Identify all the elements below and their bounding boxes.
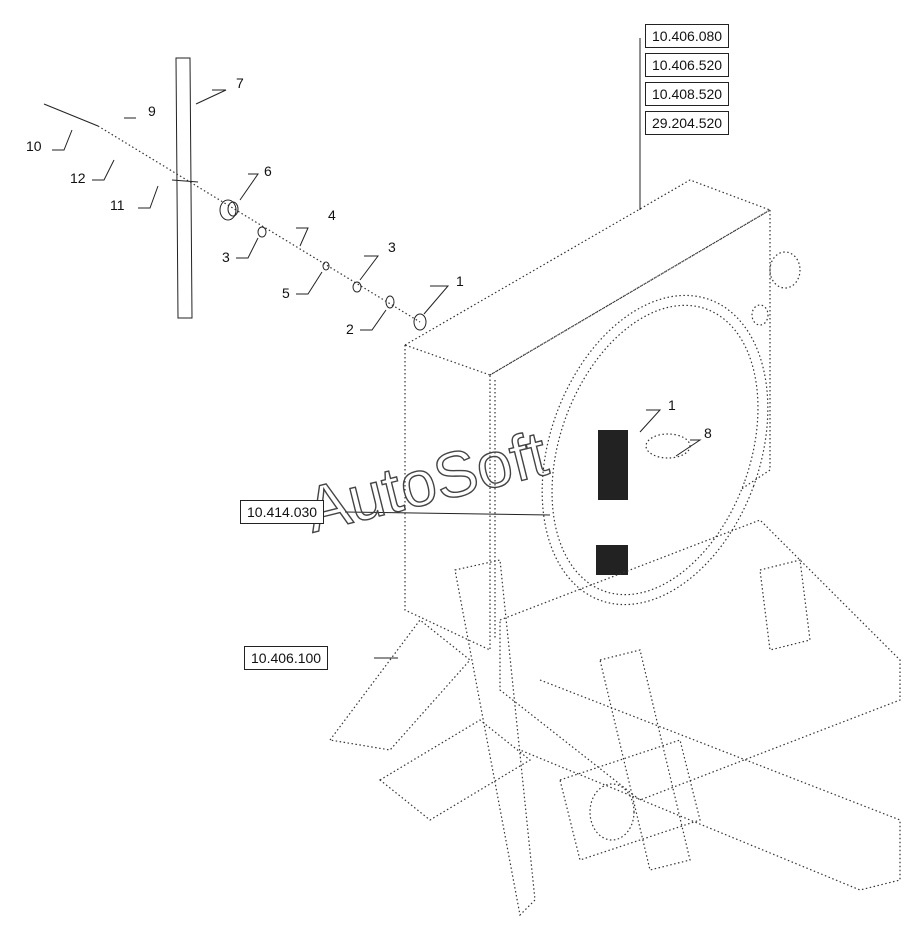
callout-4: 4 (328, 207, 336, 223)
callout-labels: 10 9 12 11 7 6 4 3 3 5 2 1 1 8 (26, 75, 712, 441)
callout-10: 10 (26, 138, 42, 154)
exploded-shaft-parts (43, 57, 427, 331)
callout-2: 2 (346, 321, 354, 337)
callout-5: 5 (282, 285, 290, 301)
reference-box-29-204-520[interactable]: 29.204.520 (645, 111, 730, 135)
callout-1-lower: 1 (668, 397, 676, 413)
reference-box-10-406-100[interactable]: 10.406.100 (244, 646, 329, 670)
watermark-text: AutoSoft (299, 417, 555, 546)
reference-box-10-414-030[interactable]: 10.414.030 (240, 500, 325, 524)
callout-3-lower: 3 (222, 249, 230, 265)
callout-6: 6 (264, 163, 272, 179)
reference-box-10-408-520[interactable]: 10.408.520 (645, 82, 730, 106)
callout-8: 8 (704, 425, 712, 441)
callout-1-upper: 1 (456, 273, 464, 289)
callout-7: 7 (236, 75, 244, 91)
reference-leader-lines (344, 38, 641, 659)
callout-9: 9 (148, 103, 156, 119)
callout-11: 11 (110, 197, 125, 213)
callout-12: 12 (70, 170, 86, 186)
callout-3-upper: 3 (388, 239, 396, 255)
radiator-frame-drawing (328, 179, 901, 917)
reference-box-10-406-520[interactable]: 10.406.520 (645, 53, 730, 77)
reference-box-10-406-080[interactable]: 10.406.080 (645, 24, 730, 48)
callout-leader-lines (52, 89, 702, 457)
